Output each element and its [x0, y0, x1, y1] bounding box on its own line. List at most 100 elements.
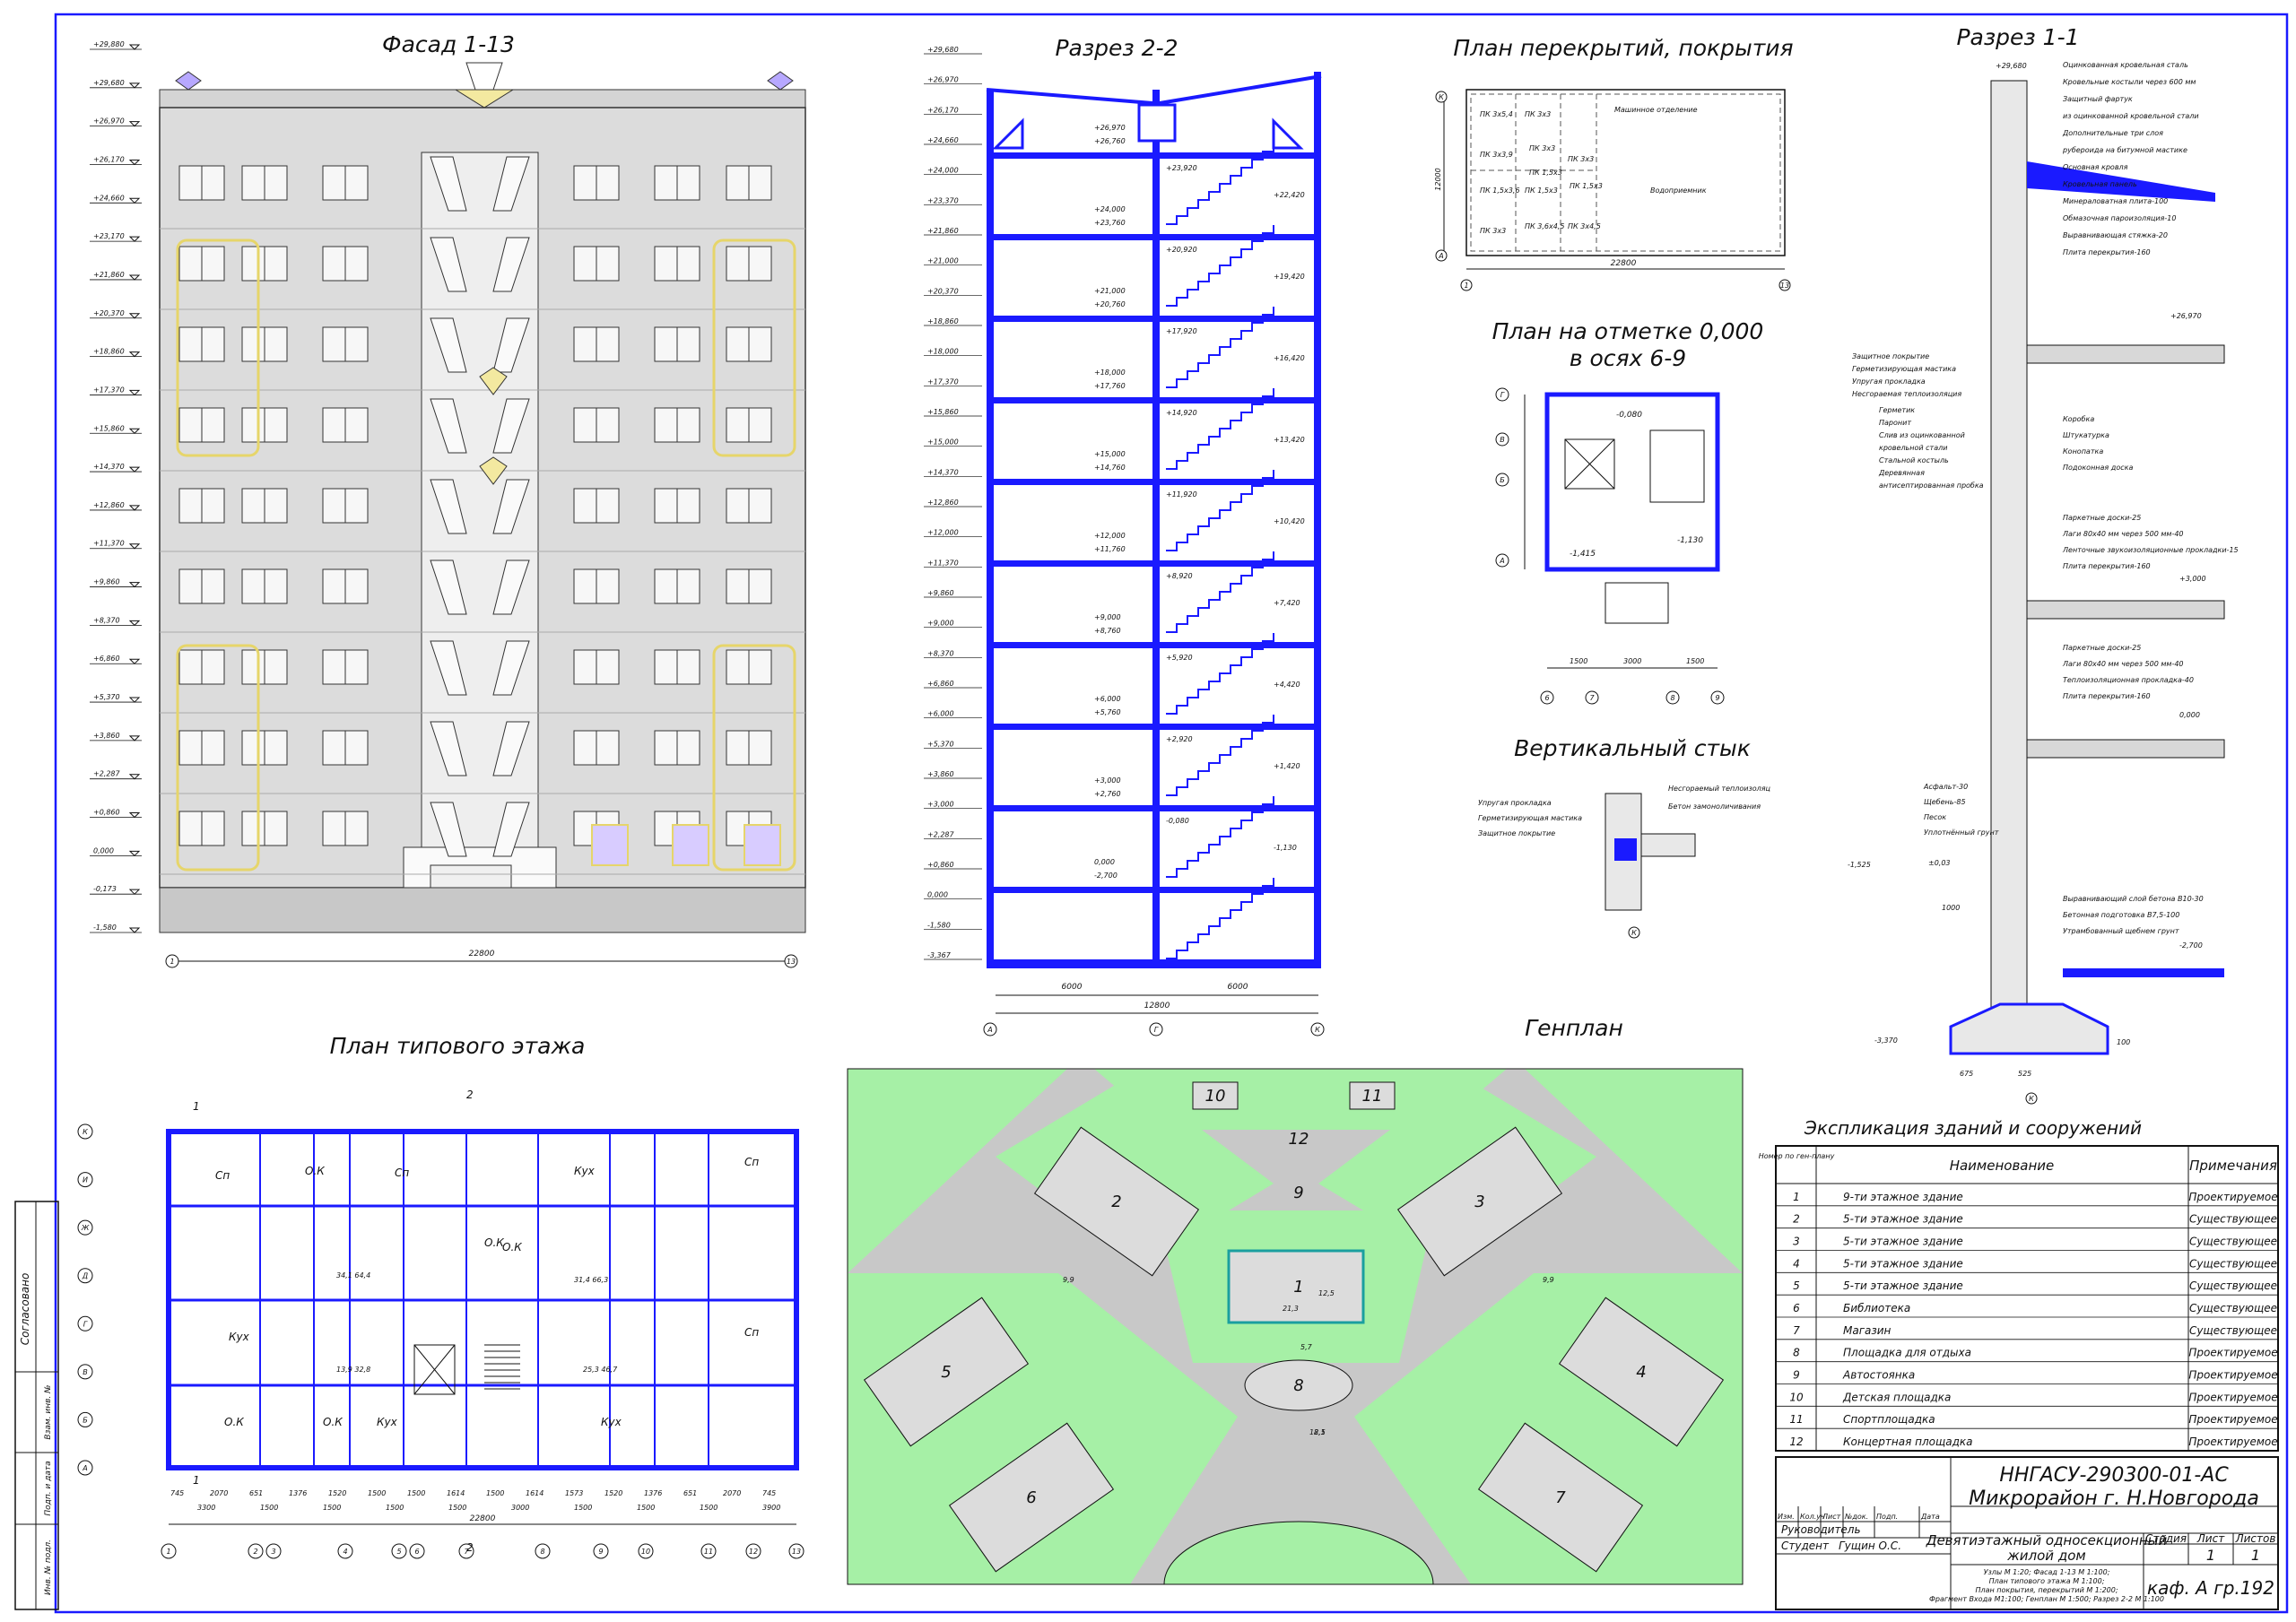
roof-slab-label: ПК 3,6х4,5 [1525, 222, 1564, 230]
explication-row-number: 10 [1789, 1391, 1804, 1403]
facade-level-mark: +9,860 [93, 578, 120, 586]
explication-row-note: Проектируемое [2188, 1191, 2277, 1203]
s22-level-mark: +3,000 [927, 801, 954, 809]
section11-note: антисептированная пробка [1879, 481, 1984, 490]
facade-axis-13: 13 [787, 958, 796, 966]
typical-plan-dim2: 1500 [323, 1504, 341, 1512]
facade-level-mark: +8,370 [93, 616, 120, 624]
typical-plan-dim: 745 [170, 1489, 184, 1497]
s22-inner-level: +26,970 [1094, 124, 1126, 132]
explication-row-name: 5-ти этажное здание [1843, 1213, 1963, 1226]
roof-slab-label: ПК 1,5х3 [1529, 169, 1562, 177]
side-stamp-agreed: Согласовано [19, 1273, 31, 1346]
facade-level-mark: +15,860 [93, 424, 125, 432]
section11-note: Плита перекрытия-160 [2063, 248, 2151, 256]
facade-level-mark: +24,660 [93, 194, 125, 202]
s22-level-mark: +9,860 [927, 589, 954, 597]
explication-row-number: 2 [1793, 1213, 1800, 1226]
s22-inner-level: 0,000 [1094, 858, 1115, 866]
s22-level-mark: +6,000 [927, 710, 954, 718]
section11-note: Герметик [1879, 406, 1915, 414]
stamp-sheets-desc-3: План покрытия, перекрытий М 1:200; [1975, 1586, 2118, 1594]
typical-plan-dim2: 3300 [197, 1504, 215, 1512]
typical-plan-axis-bottom: 1 [166, 1548, 170, 1556]
section11-note: Паркетные доски-25 [2063, 514, 2141, 522]
typical-plan-dim: 1500 [368, 1489, 386, 1497]
section11-dim: 525 [2018, 1070, 2031, 1078]
roof-axis-a: А [1438, 252, 1443, 260]
typical-plan-axis-left: И [83, 1176, 88, 1184]
s22-inner-level: +11,760 [1094, 545, 1126, 553]
s22-stair-level: +2,920 [1166, 735, 1193, 743]
stamp-sheet-header: Лист [2196, 1532, 2225, 1545]
plan000-mark-2: -1,415 [1570, 550, 1596, 559]
explication-row-note: Существующее [2189, 1236, 2277, 1248]
section-2-2-drawing: Разрез 2-2 +29,680+26,970+26,170+24,660+… [924, 35, 1325, 1037]
explication-row-note: Проектируемое [2188, 1413, 2277, 1426]
typical-plan-axis-bottom: 2 [253, 1548, 257, 1556]
joint-label-5: Защитное покрытие [1478, 829, 1555, 837]
genplan-building-label: 2 [1111, 1193, 1121, 1211]
s22-level-mark: +24,000 [927, 167, 959, 175]
typical-plan-dim: 1520 [328, 1489, 346, 1497]
typical-plan-dim: 651 [683, 1489, 697, 1497]
explication-row-number: 1 [1793, 1191, 1800, 1203]
typical-plan-dim: 2070 [210, 1489, 228, 1497]
typical-plan-dim: 2070 [723, 1489, 741, 1497]
s22-level-mark: +21,860 [927, 227, 959, 235]
stamp-sheet-number: 1 [2206, 1547, 2215, 1564]
explication-row-name: Автостоянка [1842, 1369, 1915, 1382]
s22-stair-level: +16,420 [1274, 354, 1305, 362]
s22-level-mark: +15,860 [927, 408, 959, 416]
facade-level-mark: +3,860 [93, 732, 120, 740]
roof-slab-label: ПК 3х3 [1529, 144, 1555, 152]
stamp-sheets-desc-1: Узлы М 1:20; Фасад 1-13 М 1:100; [1984, 1568, 2110, 1576]
s22-stair-level: +1,420 [1274, 762, 1300, 770]
roof-slab-label: ПК 1,5х3 [1525, 186, 1558, 195]
roof-dim-12000: 12000 [1434, 168, 1442, 190]
stamp-object-line1: Девятиэтажный односекционный [1926, 1532, 2168, 1548]
s22-stair-level: -0,080 [1166, 817, 1189, 825]
section11-title: Разрез 1-1 [1956, 24, 2079, 50]
s22-axis-g: Г [1154, 1026, 1159, 1034]
typical-plan-dim: 1614 [447, 1489, 465, 1497]
roof-slab-label: ПК 3х4,5 [1568, 222, 1601, 230]
typical-plan-axis-bottom: 5 [396, 1548, 401, 1556]
typical-plan-axis-bottom: 11 [704, 1548, 713, 1556]
section11-note: рубероида на битумной мастике [2062, 146, 2187, 154]
section11-note: Герметизирующая мастика [1852, 365, 1956, 373]
explication-row-note: Проектируемое [2188, 1391, 2277, 1403]
section11-note: кровельной стали [1879, 444, 1947, 452]
section11-dim: 675 [1960, 1070, 1973, 1078]
stamp-code: ННГАСУ-290300-01-АС [1999, 1464, 2229, 1487]
section-1-1-drawing: Разрез 1-1 Оцинкованная кровельная сталь… [1848, 24, 2239, 1105]
s22-inner-level: +12,000 [1094, 532, 1126, 540]
s22-stair-level: +23,920 [1166, 164, 1197, 172]
s22-stair-level: +17,920 [1166, 327, 1197, 335]
section11-note: Несгораемая теплоизоляция [1852, 390, 1961, 398]
room-label: Кух [574, 1165, 596, 1177]
side-stamp-replace: Взам. инв. № [44, 1384, 53, 1439]
plan000-mark-3: -1,130 [1677, 536, 1703, 545]
s22-inner-level: +18,000 [1094, 369, 1126, 377]
genplan-dim: 12,5 [1309, 1428, 1326, 1436]
roof-note-drain: Водоприемник [1650, 186, 1707, 195]
genplan-building-label: 10 [1205, 1087, 1226, 1106]
section11-level: -1,525 [1848, 861, 1871, 869]
plan000-axis: 6 [1544, 694, 1549, 702]
explication-row-number: 7 [1793, 1324, 1800, 1337]
section11-note: Минераловатная плита-100 [2063, 197, 2168, 205]
s22-level-mark: +11,370 [927, 559, 959, 567]
explication-row-note: Проектируемое [2188, 1369, 2277, 1382]
facade-width-dim: 22800 [469, 950, 495, 958]
side-stamp-inv: Инв. № подл. [44, 1540, 53, 1595]
facade-level-mark: +26,170 [93, 155, 125, 163]
title-block: ННГАСУ-290300-01-АС Микрорайон г. Н.Новг… [1775, 1456, 2279, 1610]
section11-note: Асфальт-30 [1923, 783, 1968, 791]
